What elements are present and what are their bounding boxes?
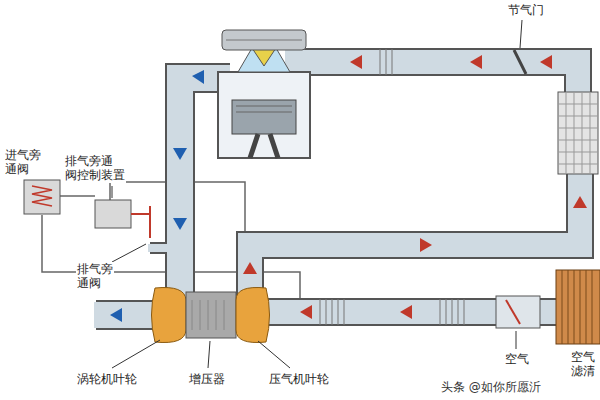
compressor-label: 压气机叶轮 [268, 372, 330, 386]
turbine-label: 涡轮机叶轮 [76, 372, 138, 386]
air-filter-label: 空气 滤清 [570, 350, 596, 379]
wastegate-label: 排气旁 通阀 [76, 262, 114, 291]
turbocharger-label: 增压器 [188, 372, 226, 386]
watermark: 头条 @如你所愿沂 [440, 380, 542, 394]
intake-bypass-label: 进气旁 通阀 [4, 148, 42, 177]
air-label: 空气 [504, 352, 530, 366]
wastegate-control-label: 排气旁通 阀控制装置 [64, 154, 126, 183]
throttle-label: 节气门 [507, 3, 545, 17]
